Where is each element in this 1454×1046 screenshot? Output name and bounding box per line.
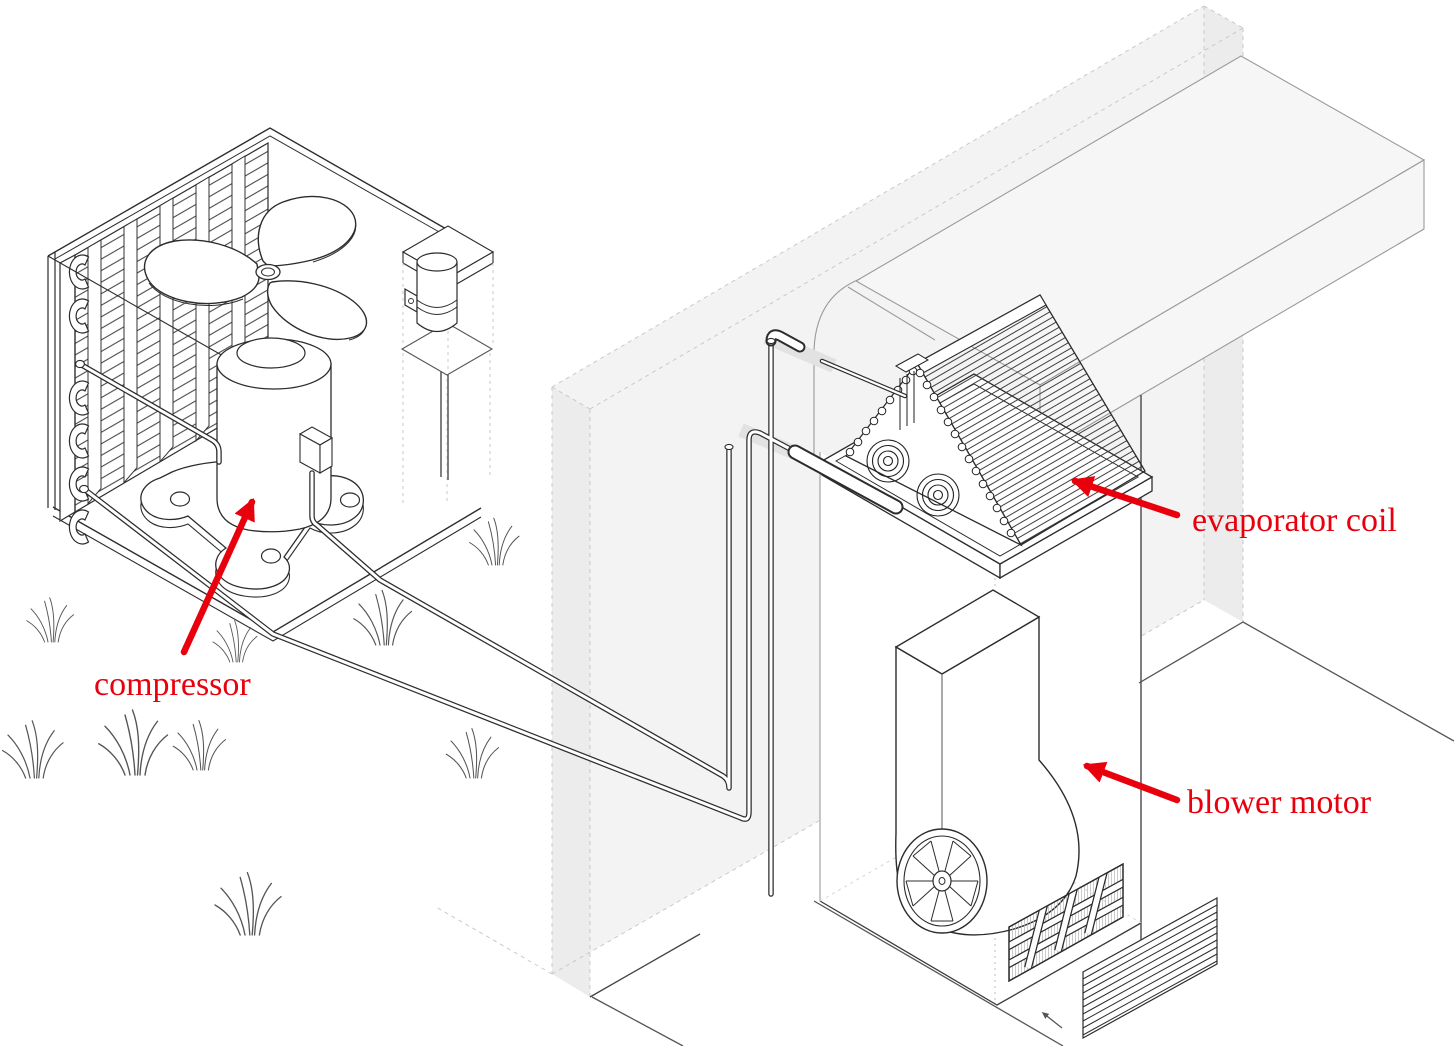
label-evaporator-coil: evaporator coil bbox=[1192, 502, 1397, 539]
return-grille bbox=[1082, 896, 1218, 1040]
evaporator-coil-arrow bbox=[1070, 476, 1181, 519]
ground-lines bbox=[589, 621, 1454, 1046]
blower-duct-top bbox=[894, 589, 1041, 675]
coil-spirals bbox=[866, 439, 960, 517]
label-blower-motor: blower motor bbox=[1187, 784, 1372, 821]
blower-motor-wheel bbox=[896, 828, 988, 934]
unit-frame bbox=[47, 127, 449, 510]
callout-arrows bbox=[180, 476, 1181, 804]
condenser-fan bbox=[144, 195, 368, 341]
distributor-tubes bbox=[894, 353, 930, 430]
refrigerant-line-set bbox=[75, 329, 908, 897]
airflow-arrow bbox=[1041, 1012, 1063, 1029]
run-capacitor bbox=[404, 252, 458, 333]
blower-motor-arrow bbox=[1082, 761, 1181, 804]
blower-assembly bbox=[894, 589, 1080, 936]
compressor-arrow bbox=[180, 497, 256, 656]
junction-box bbox=[298, 426, 334, 474]
compressor bbox=[140, 337, 364, 598]
label-compressor: compressor bbox=[94, 666, 251, 703]
condensing-unit bbox=[47, 127, 495, 642]
